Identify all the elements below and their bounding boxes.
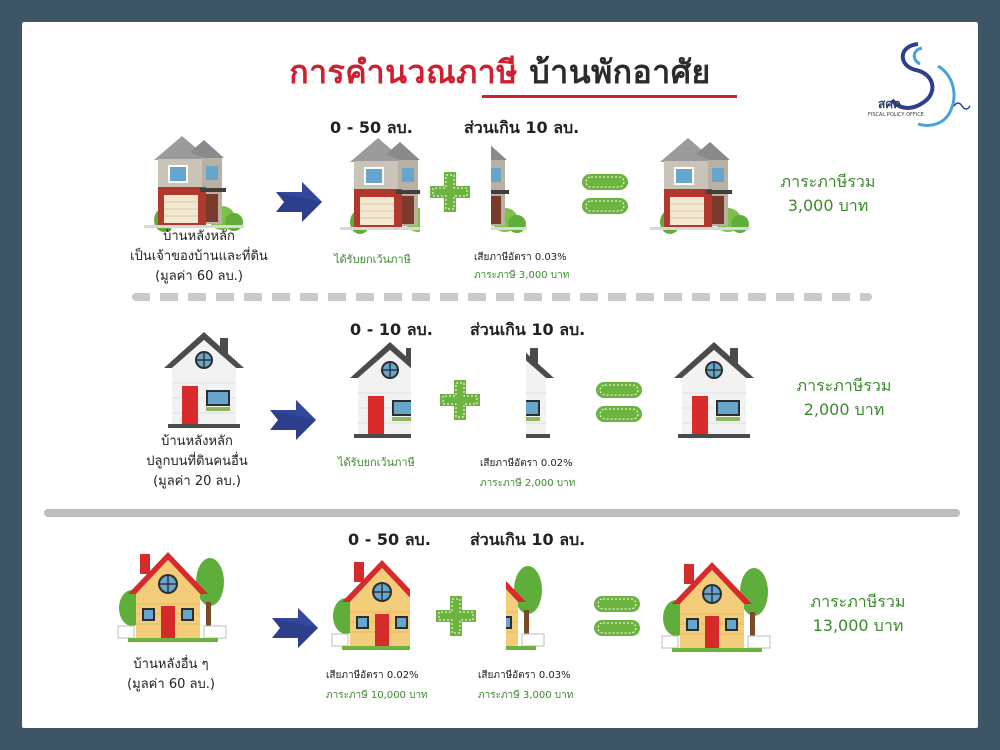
title-part1: การคำนวณภาษี <box>289 53 518 91</box>
row3-arrow-right-icon <box>268 606 322 650</box>
row2-b-tax: ภาระภาษี 2,000 บาท <box>480 478 576 489</box>
row3-a-rate: เสียภาษีอัตรา 0.02% <box>326 670 419 681</box>
row3-head-a: 0 - 50 ลบ. <box>348 530 431 549</box>
row2-a-note: ได้รับยกเว้นภาษี <box>338 456 415 469</box>
row3-main-house-icon <box>117 542 228 643</box>
row1-b-tax: ภาระภาษี 3,000 บาท <box>474 270 570 281</box>
row1-total-label: ภาระภาษีรวม <box>780 172 876 191</box>
row3-b-tax: ภาระภาษี 3,000 บาท <box>478 690 574 701</box>
row-divider-dashed <box>132 293 872 301</box>
row2-total-label: ภาระภาษีรวม <box>796 376 892 395</box>
row1-total: ภาระภาษีรวม 3,000 บาท <box>758 170 898 218</box>
row2-portion-a-house-icon <box>349 338 416 439</box>
row3-total: ภาระภาษีรวม 13,000 บาท <box>788 590 928 638</box>
row3-total-label: ภาระภาษีรวม <box>810 592 906 611</box>
title-part2: บ้านพักอาศัย <box>529 53 711 91</box>
row3-result-house-icon <box>661 552 772 653</box>
row2-total-value: 2,000 บาท <box>803 400 885 419</box>
row1-arrow-right-icon <box>272 180 326 224</box>
row2-b-rate: เสียภาษีอัตรา 0.02% <box>480 458 573 469</box>
row1-label-line1: บ้านหลังหลัก <box>163 229 235 244</box>
row1-a-note: ได้รับยกเว้นภาษี <box>334 253 411 266</box>
row2-label: บ้านหลังหลัก ปลูกบนที่ดินคนอื่น (มูลค่า … <box>112 432 282 492</box>
row1-portion-b-house-icon <box>427 134 551 235</box>
row2-result-house-icon <box>673 338 755 439</box>
row3-portion-b-house-icon <box>436 550 566 651</box>
row3-portion-a-house-icon <box>331 550 412 651</box>
row2-portion-b-house-icon <box>474 338 566 439</box>
row1-head-a: 0 - 50 ลบ. <box>330 118 413 137</box>
row1-label-line3: (มูลค่า 60 ลบ.) <box>155 269 243 284</box>
row3-equals-icon <box>593 595 641 637</box>
row2-equals-icon <box>595 381 643 423</box>
row2-label-line3: (มูลค่า 20 ลบ.) <box>153 474 241 489</box>
row2-label-line2: ปลูกบนที่ดินคนอื่น <box>146 454 248 469</box>
row2-total: ภาระภาษีรวม 2,000 บาท <box>774 374 914 422</box>
row2-label-line1: บ้านหลังหลัก <box>161 434 233 449</box>
row-divider-solid <box>44 509 960 517</box>
row3-head-b: ส่วนเกิน 10 ลบ. <box>470 530 586 549</box>
row1-label: บ้านหลังหลัก เป็นเจ้าของบ้านและที่ดิน (ม… <box>104 227 294 287</box>
infographic-card: การคำนวณภาษี บ้านพักอาศัย สศค. FISCAL PO… <box>22 22 978 728</box>
row3-a-tax: ภาระภาษี 10,000 บาท <box>326 690 428 701</box>
row1-main-house-icon <box>143 132 245 233</box>
row1-equals-icon <box>581 173 629 215</box>
row2-arrow-right-icon <box>266 398 320 442</box>
row1-b-rate: เสียภาษีอัตรา 0.03% <box>474 252 567 263</box>
row1-label-line2: เป็นเจ้าของบ้านและที่ดิน <box>130 249 268 264</box>
logo-text: สศค. <box>878 97 906 111</box>
page-title: การคำนวณภาษี บ้านพักอาศัย <box>22 52 978 92</box>
fiscal-policy-office-logo: สศค. FISCAL POLICY OFFICE <box>858 36 973 131</box>
logo-subtext: FISCAL POLICY OFFICE <box>868 112 924 118</box>
row1-portion-a-house-icon <box>340 134 420 235</box>
title-underline <box>482 95 737 98</box>
row2-head-a: 0 - 10 ลบ. <box>350 320 433 339</box>
row1-total-value: 3,000 บาท <box>787 196 869 215</box>
row1-head-b: ส่วนเกิน 10 ลบ. <box>464 118 580 137</box>
row3-b-rate: เสียภาษีอัตรา 0.03% <box>478 670 571 681</box>
row2-main-house-icon <box>163 328 245 429</box>
row3-label: บ้านหลังอื่น ๆ (มูลค่า 60 ลบ.) <box>96 655 246 695</box>
row3-label-line2: (มูลค่า 60 ลบ.) <box>127 677 215 692</box>
row3-label-line1: บ้านหลังอื่น ๆ <box>133 657 209 672</box>
row3-total-value: 13,000 บาท <box>812 616 904 635</box>
row2-head-b: ส่วนเกิน 10 ลบ. <box>470 320 586 339</box>
row1-result-house-icon <box>649 134 751 235</box>
